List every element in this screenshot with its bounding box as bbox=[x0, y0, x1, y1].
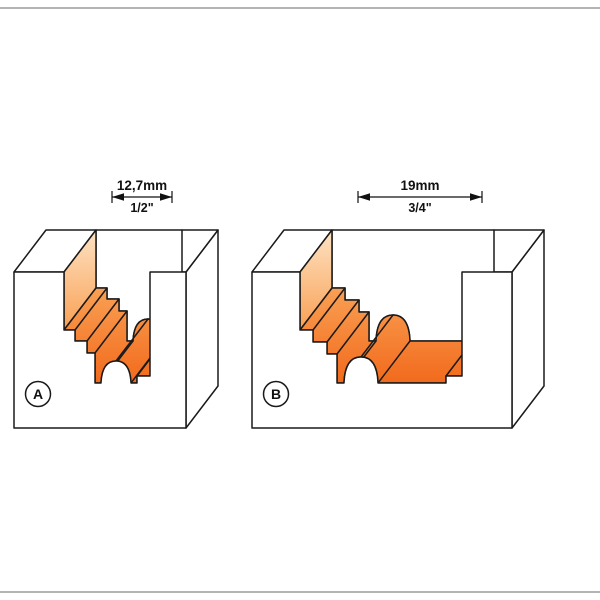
label-a-letter: A bbox=[33, 386, 43, 402]
arrowhead-left-icon bbox=[112, 193, 124, 201]
label-a-badge: A bbox=[24, 380, 52, 408]
label-b-circle bbox=[262, 380, 290, 408]
arrowhead-right-icon bbox=[160, 193, 172, 201]
dimension-a: 12,7mm 1/2" bbox=[111, 178, 173, 215]
dimension-b-inch: 3/4" bbox=[408, 201, 431, 215]
front-face-outline bbox=[251, 271, 513, 429]
arrowhead-left-icon bbox=[358, 193, 370, 201]
front-face-outline bbox=[13, 271, 187, 429]
dimension-b: 19mm 3/4" bbox=[357, 178, 483, 215]
label-a-circle bbox=[24, 380, 52, 408]
arrowhead-right-icon bbox=[470, 193, 482, 201]
dimension-b-mm: 19mm bbox=[400, 178, 439, 193]
label-b-badge: B bbox=[262, 380, 290, 408]
dimension-a-inch: 1/2" bbox=[130, 201, 153, 215]
workpiece-a bbox=[13, 229, 219, 429]
workpiece-b bbox=[251, 229, 545, 429]
dimension-a-mm: 12,7mm bbox=[117, 178, 167, 193]
front-face bbox=[14, 272, 186, 428]
front-face bbox=[252, 272, 512, 428]
label-b-letter: B bbox=[271, 386, 281, 402]
